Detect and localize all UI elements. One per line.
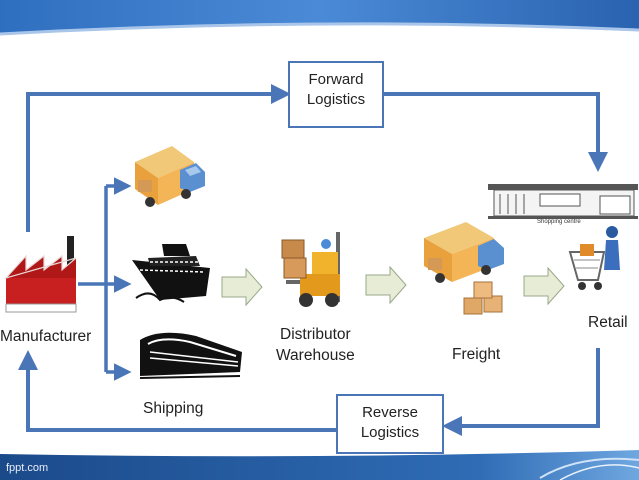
reverse-logistics-box: Reverse Logistics [336, 394, 444, 454]
retail-label: Retail [588, 314, 628, 331]
block-arrow-3 [523, 266, 565, 306]
manufacturer-label: Manufacturer [0, 328, 92, 345]
train-icon [139, 332, 242, 379]
header-banner [0, 0, 639, 52]
footer-banner [0, 450, 639, 480]
shopping-cart-icon [568, 226, 620, 290]
shopping-centre-sign: Shopping centre [537, 219, 581, 225]
forward-logistics-box: Forward Logistics [288, 61, 384, 128]
forward-to-retail-arrow [384, 92, 608, 172]
distributor-warehouse-label: Distributor Warehouse [276, 326, 355, 364]
shopping-mall-icon [488, 184, 638, 219]
footer-link[interactable]: fppt.com [6, 462, 49, 474]
freight-label: Freight [452, 346, 501, 363]
factory-icon [4, 236, 77, 313]
delivery-truck-icon [135, 146, 205, 207]
reverse-logistics-line2: Logistics [360, 424, 420, 441]
forward-logistics-line1: Forward [308, 71, 364, 88]
manufacturer-branch-line [78, 186, 108, 372]
freight-truck-icon [424, 222, 504, 315]
block-arrow-2 [365, 265, 407, 305]
block-arrow-1 [221, 267, 263, 307]
shipping-label: Shipping [143, 400, 204, 417]
forward-logistics-line2: Logistics [306, 91, 366, 108]
reverse-to-manufacturer-arrow [18, 350, 336, 432]
forward-flow-arrow [26, 84, 291, 232]
retail-to-reverse-arrow [442, 348, 600, 436]
forklift-icon [281, 232, 340, 307]
reverse-logistics-line1: Reverse [362, 404, 418, 421]
cruise-ship-icon [132, 244, 210, 303]
